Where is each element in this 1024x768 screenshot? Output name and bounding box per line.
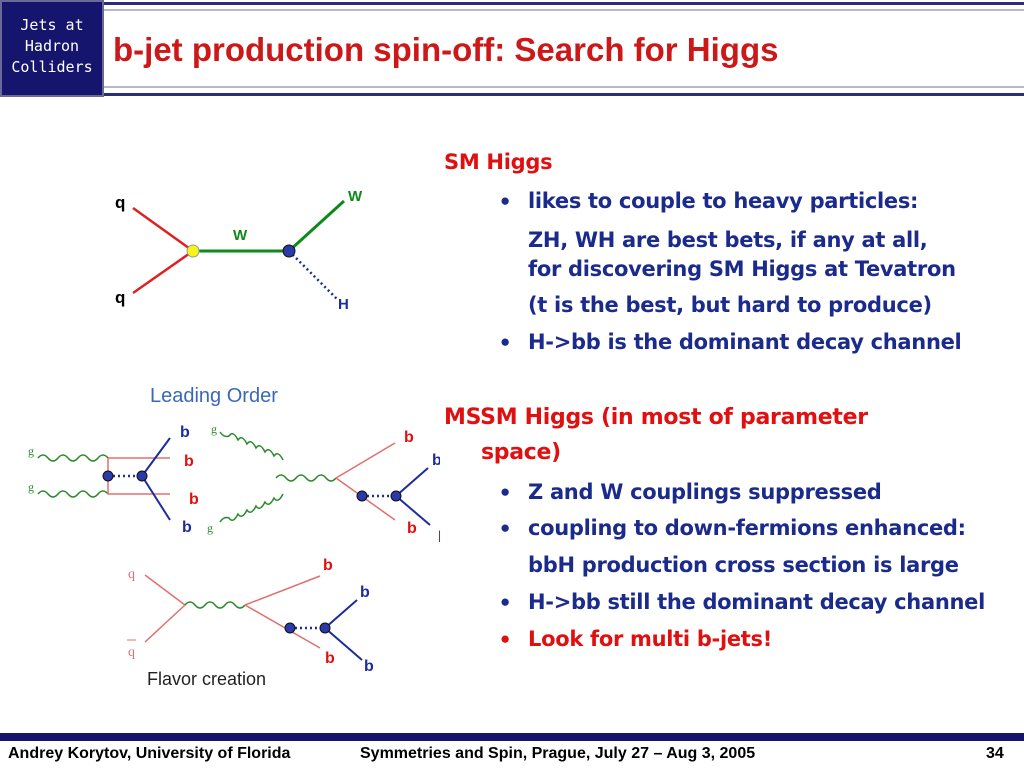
logo-line-2: Hadron [24, 37, 80, 55]
b-label: b [404, 429, 414, 446]
b-label: b [323, 557, 333, 574]
vertex [282, 244, 296, 258]
feynman-diagrams: q q W W H Leading Order g g b b b b [28, 188, 440, 689]
b-label: b [184, 453, 194, 470]
bullet-dot: ● [500, 629, 511, 648]
wh-diagram: q q W W H [115, 188, 363, 313]
gluon-label: g [207, 521, 213, 535]
sm-text-line: for discovering SM Higgs at Tevatron [528, 257, 956, 281]
bullet-dot: ● [500, 332, 511, 351]
b-label: b [364, 658, 374, 675]
b-label: b [182, 519, 192, 536]
mssm-text-line: bbH production cross section is large [528, 553, 959, 577]
sm-bullet-1: likes to couple to heavy particles: [528, 189, 919, 213]
flavor-creation-diagram: q q b b b b [127, 557, 374, 675]
mssm-bullet-1: Z and W couplings suppressed [528, 480, 882, 504]
sm-higgs-heading: SM Higgs [444, 150, 553, 174]
sm-bullet-2: H->bb is the dominant decay channel [528, 330, 962, 354]
b-label: b [180, 424, 190, 441]
b-label: b [438, 529, 440, 546]
header-stripe [104, 93, 1024, 96]
gluon-label: g [211, 422, 217, 436]
w-boson-label: W [233, 227, 248, 244]
leading-order-label: Leading Order [150, 385, 278, 407]
higgs-label: H [338, 296, 349, 313]
logo-line-3: Colliders [11, 58, 93, 76]
mssm-bullet-3: H->bb still the dominant decay channel [528, 590, 985, 614]
footer-event: Symmetries and Spin, Prague, July 27 – A… [360, 745, 756, 762]
footer-bar [0, 733, 1024, 741]
logo-line-1: Jets at [20, 16, 84, 34]
bullet-dot: ● [500, 518, 511, 537]
bullet-dot: ● [500, 191, 511, 210]
mssm-bullet-2: coupling to down-fermions enhanced: [528, 516, 966, 540]
header-stripe [104, 2, 1024, 5]
bullet-dot: ● [500, 482, 511, 501]
gluon-splitting-diagram: g g b b b b [207, 422, 440, 546]
b-label: b [325, 650, 335, 667]
sm-text-line: (t is the best, but hard to produce) [528, 293, 932, 317]
flavor-creation-label: Flavor creation [147, 669, 266, 689]
slide-title: b-jet production spin-off: Search for Hi… [113, 31, 779, 68]
footer-author: Andrey Korytov, University of Florida [8, 745, 291, 762]
gluon-label: g [28, 444, 34, 458]
course-logo: Jets at Hadron Colliders [0, 0, 104, 97]
b-label: b [360, 584, 370, 601]
header-stripe [104, 86, 1024, 88]
vertex [186, 244, 200, 258]
b-label: b [189, 491, 199, 508]
mssm-bullet-4: Look for multi b-jets! [528, 627, 773, 651]
b-label: b [407, 520, 417, 537]
w-boson-out-label: W [348, 188, 363, 205]
b-label: b [432, 452, 440, 469]
mssm-higgs-heading: MSSM Higgs (in most of parameter [444, 405, 868, 430]
quark-label: q [128, 567, 135, 582]
header-stripe [104, 9, 1024, 11]
antiquark-label: q [115, 288, 125, 307]
gluon-label: g [28, 480, 34, 494]
sm-text-line: ZH, WH are best bets, if any at all, [528, 228, 928, 252]
mssm-higgs-heading-cont: space) [481, 440, 561, 465]
bullet-dot: ● [500, 592, 511, 611]
page-number: 34 [986, 745, 1004, 762]
antiquark-label: q [128, 645, 135, 660]
quark-label: q [115, 193, 125, 212]
gg-fusion-diagram: g g b b b b [28, 424, 199, 536]
